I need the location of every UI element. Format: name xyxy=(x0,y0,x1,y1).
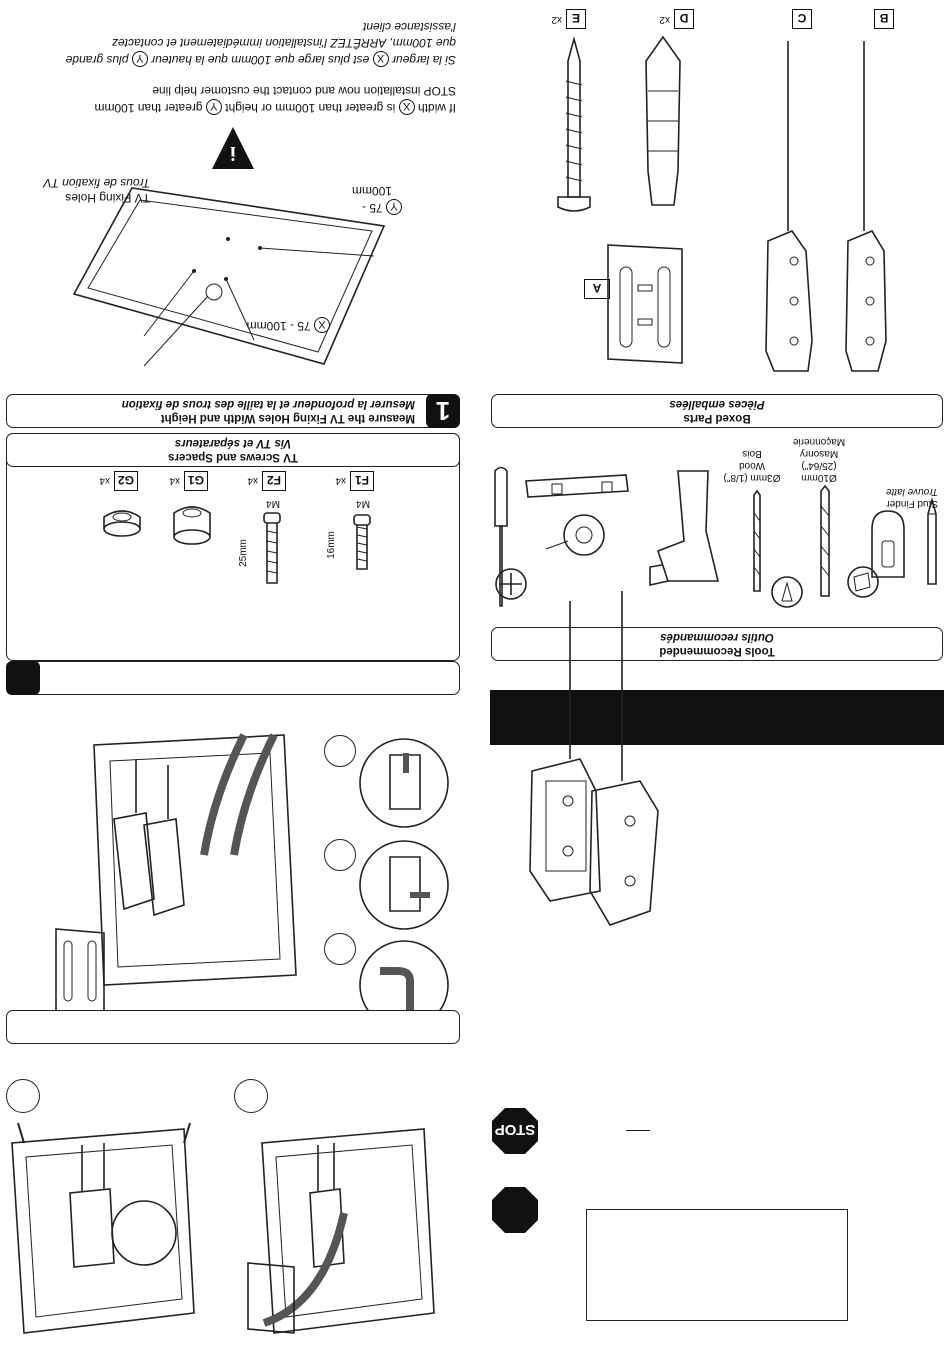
lower-tv-1-illustration xyxy=(11,1122,195,1334)
tv-screws-title: TV Screws and Spacers xyxy=(168,451,298,463)
svg-text:i: i xyxy=(230,142,236,164)
tv-hook-illustration xyxy=(93,733,297,986)
wall-plate-a-illustration xyxy=(607,244,683,364)
screw-f1-illustration xyxy=(353,514,371,570)
svg-text:STOP: STOP xyxy=(495,1121,536,1138)
spacer-qty-g1: x4 xyxy=(169,475,180,486)
screw-f1-size: M4 xyxy=(356,498,370,509)
part-qty-e: x2 xyxy=(551,14,562,25)
warning-fr: Si la largeur X est plus large que 100mm… xyxy=(65,20,456,68)
boxed-parts-title: Boxed Parts xyxy=(683,412,751,424)
substep-1-badge xyxy=(324,735,356,767)
masonry-bit-illustration xyxy=(820,484,830,597)
screw-tag-f2: F2 xyxy=(262,471,286,491)
note-box xyxy=(586,1209,848,1321)
spacer-g1-illustration xyxy=(173,506,211,545)
octagon-icon xyxy=(492,1187,538,1233)
phillips-head-icon xyxy=(495,568,527,600)
lower-tv-2-illustration xyxy=(247,1128,435,1334)
screw-f2-size: M4 xyxy=(266,498,280,509)
step1-header: Measure the TV Fixing Holes Width and He… xyxy=(6,394,460,428)
part-tag-c: C xyxy=(792,9,812,29)
note-rule xyxy=(626,1130,650,1131)
wood-tip-icon xyxy=(771,576,803,608)
tv-screws-title-fr: Vis TV et séparateurs xyxy=(174,437,292,449)
bracket-c-illustration xyxy=(765,41,813,372)
step1-title: Measure the TV Fixing Holes Width and He… xyxy=(160,412,415,424)
mount-assembly-illustration xyxy=(529,591,659,926)
spacer-qty-g2: x4 xyxy=(99,475,110,486)
warning-en: If width X is greater than 100mm or heig… xyxy=(94,84,456,116)
part-tag-d: D xyxy=(674,9,694,29)
substep-1-illustration xyxy=(359,738,449,828)
part-tag-b: B xyxy=(874,9,894,29)
step2-header xyxy=(6,661,460,695)
stop-sign-icon: STOP xyxy=(492,1108,538,1154)
substep-3-badge xyxy=(324,933,356,965)
screw-e-illustration xyxy=(557,35,591,212)
x-dimension: X 75 - 100mm xyxy=(247,317,330,334)
lower-step-1-badge xyxy=(6,1079,40,1113)
screw-qty-f2: x4 xyxy=(247,475,258,486)
boxed-parts-header: Boxed Parts Pièces emballées xyxy=(491,394,943,428)
tv-screws-panel: TV Screws and Spacers Vis TV et séparate… xyxy=(6,433,460,661)
screw-f2-illustration xyxy=(263,512,281,584)
part-qty-d: x2 xyxy=(659,14,670,25)
screw-f2-length: 25mm xyxy=(238,539,250,567)
screw-tag-f1: F1 xyxy=(350,471,374,491)
substep-2-illustration xyxy=(359,840,449,930)
spirit-level-illustration xyxy=(525,474,629,498)
step3-header xyxy=(6,1010,460,1044)
substep-2-badge xyxy=(324,839,356,871)
step1-number: 1 xyxy=(426,394,460,428)
drill-illustration xyxy=(649,470,720,586)
screw-f1-length: 16mm xyxy=(326,531,338,559)
lower-step-2-badge xyxy=(234,1079,268,1113)
tape-measure-illustration xyxy=(545,514,605,556)
screw-qty-f1: x4 xyxy=(335,475,346,486)
spacer-tag-g1: G1 xyxy=(184,471,208,491)
masonry-tip-icon xyxy=(847,566,879,598)
spacer-tag-g2: G2 xyxy=(114,471,138,491)
bracket-b-illustration xyxy=(845,41,887,372)
step2-number xyxy=(6,661,40,695)
info-warning-icon: i xyxy=(212,127,254,169)
wall-plate-illustration xyxy=(55,928,105,1018)
part-tag-e: E xyxy=(566,9,586,29)
tv-back-diagram xyxy=(72,187,386,367)
y-dimension: Y 75 -100mm xyxy=(352,183,402,216)
stud-finder-illustration xyxy=(871,510,905,578)
tv-screws-header: TV Screws and Spacers Vis TV et séparate… xyxy=(6,433,460,467)
pencil-illustration xyxy=(927,497,937,585)
boxed-parts-title-fr: Pièces emballées xyxy=(669,398,765,410)
wood-bit-illustration xyxy=(753,489,761,592)
step1-title-fr: Mesurer la profondeur et la taille des t… xyxy=(121,398,415,410)
wall-plug-d-illustration xyxy=(645,35,681,206)
spacer-g2-illustration xyxy=(103,510,141,537)
screwdriver-illustration xyxy=(494,466,508,607)
